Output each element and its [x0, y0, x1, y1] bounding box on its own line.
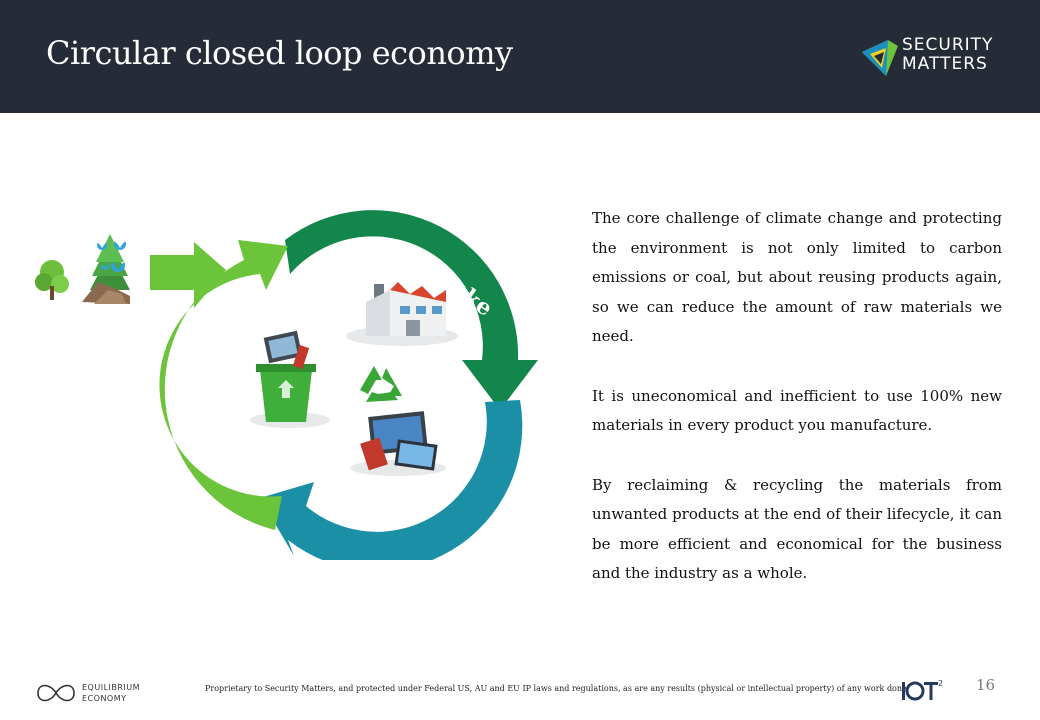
paragraph-uneconomical: It is uneconomical and inefficient to us…	[592, 386, 1002, 435]
circular-economy-diagram: Make Use Recycle	[35, 210, 538, 560]
logo-text-security: SECURITY	[902, 35, 994, 55]
iot-squared-logo-icon: 2	[902, 679, 943, 701]
header-bar: Circular closed loop economy SECURITY MA…	[0, 0, 1040, 113]
input-arrow	[150, 242, 226, 308]
eq-logo-line1: EQUILIBRIUM	[82, 683, 141, 692]
infinity-icon	[37, 684, 75, 702]
page-title: Circular closed loop economy	[46, 34, 513, 72]
recycle-label: Recycle	[198, 319, 243, 417]
factory-icon	[346, 282, 458, 346]
shield-logo-icon	[862, 40, 898, 76]
svg-text:2: 2	[938, 679, 943, 688]
recycle-symbol-icon	[360, 366, 402, 402]
recycle-bin-icon	[250, 330, 330, 428]
paragraph-climate-challenge: The core challenge of climate change and…	[592, 209, 1002, 345]
make-arc	[285, 210, 538, 410]
proprietary-note: Proprietary to Security Matters, and pro…	[205, 684, 910, 693]
use-arc	[260, 400, 523, 560]
eq-logo-line2: ECONOMY	[82, 694, 127, 703]
raw-materials-icon	[35, 234, 130, 304]
devices-icon	[350, 411, 446, 476]
logo-text-matters: MATTERS	[902, 54, 988, 74]
equilibrium-economy-logo: EQUILIBRIUM ECONOMY	[34, 680, 194, 706]
security-matters-logo: SECURITY MATTERS	[858, 36, 998, 80]
paragraph-reclaiming: By reclaiming & recycling the materials …	[592, 475, 1002, 583]
recycle-arc	[159, 240, 288, 530]
page-number: 16	[976, 676, 996, 694]
body-text: The core challenge of climate change and…	[592, 204, 1002, 619]
